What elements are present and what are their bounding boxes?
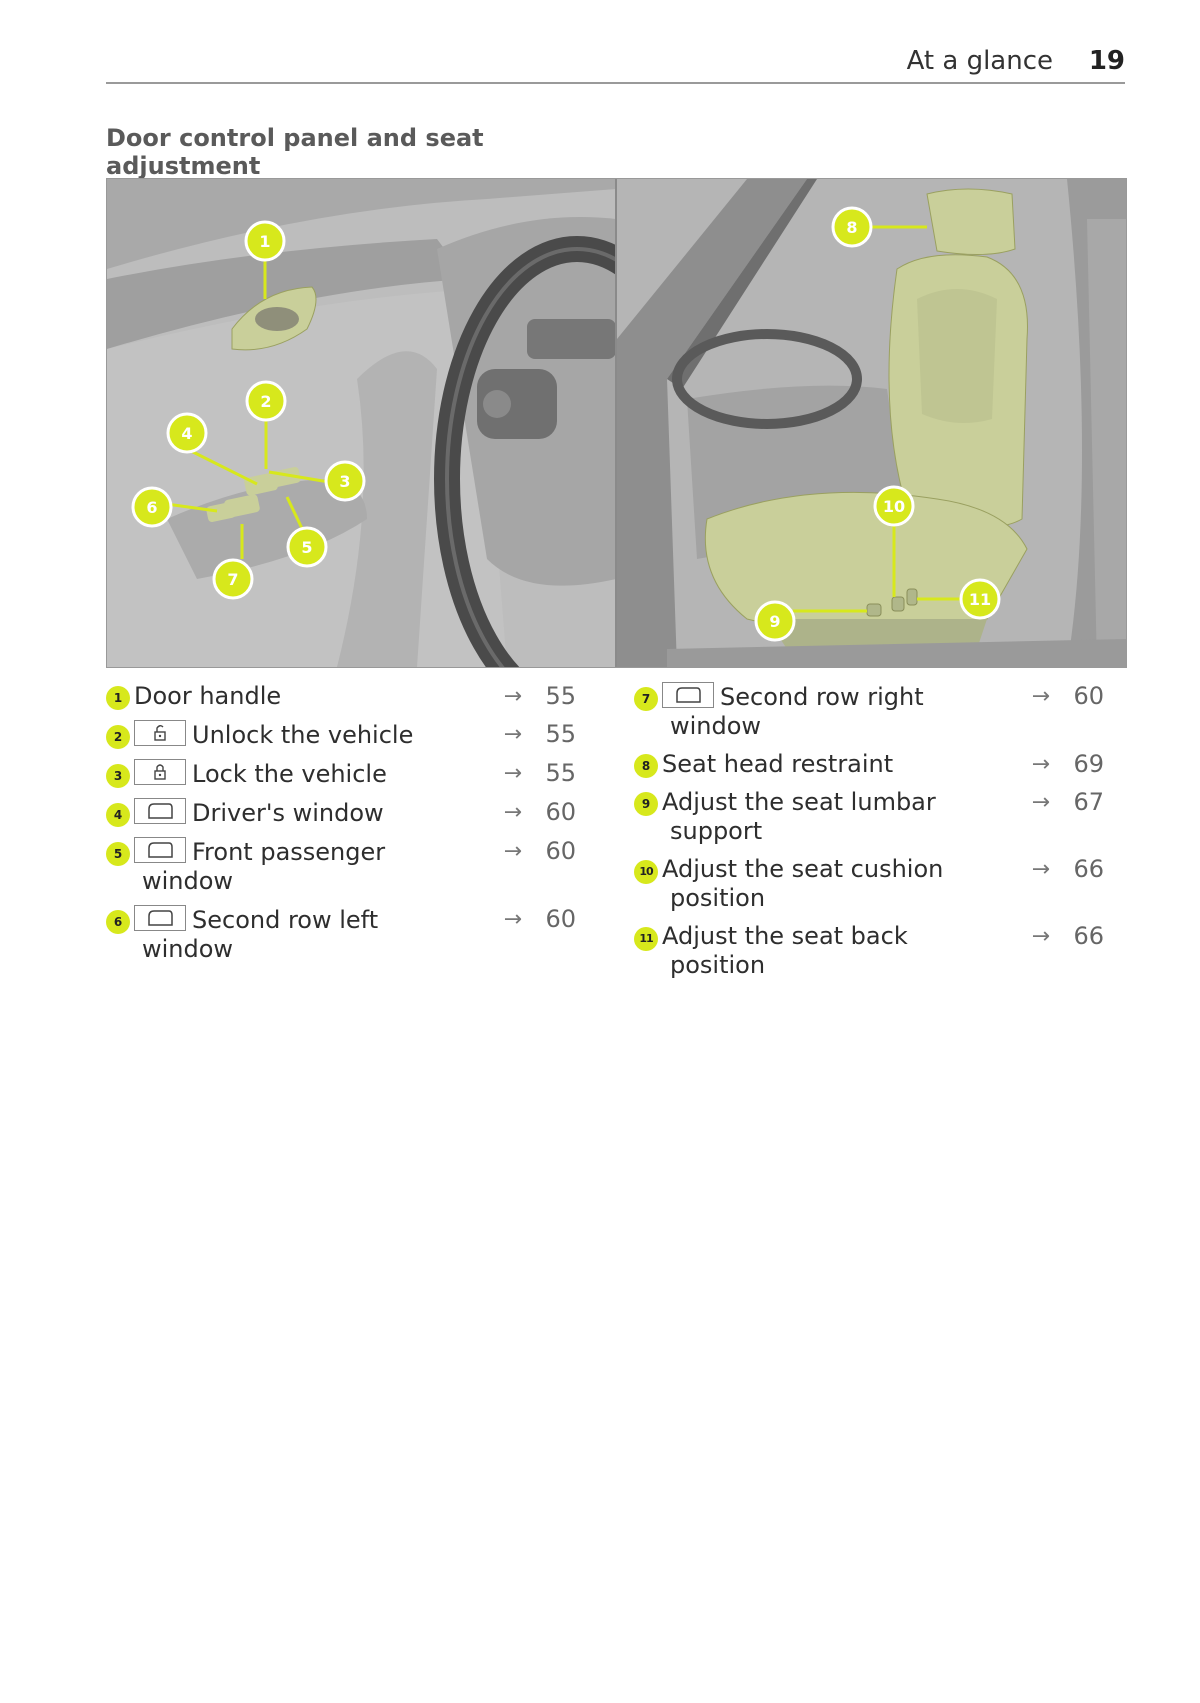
number-badge: 8 (634, 754, 658, 778)
page-reference[interactable]: 60 (545, 798, 576, 826)
svg-text:6: 6 (146, 498, 157, 517)
svg-text:3: 3 (339, 472, 350, 491)
svg-text:7: 7 (227, 570, 238, 589)
number-badge: 4 (106, 803, 130, 827)
callout-10: 10 (873, 485, 915, 527)
page-reference[interactable]: 66 (1073, 922, 1104, 950)
callout-4: 4 (166, 412, 208, 454)
svg-text:5: 5 (301, 538, 312, 557)
number-badge: 9 (634, 792, 658, 816)
page-reference[interactable]: 60 (545, 905, 576, 933)
legend-text: Door handle (134, 682, 282, 710)
unlock-icon (134, 720, 186, 746)
arrow-icon: → (1031, 790, 1050, 815)
legend-text: Adjust the seat cushion (662, 855, 944, 883)
legend-text: Lock the vehicle (192, 760, 387, 788)
window-icon (134, 837, 186, 863)
number-badge: 10 (634, 860, 658, 884)
section-title: At a glance (906, 46, 1053, 76)
legend-text-continued: window (670, 712, 762, 740)
legend-text: Driver's window (192, 799, 384, 827)
legend-text: Seat head restraint (662, 750, 894, 778)
arrow-icon: → (1031, 684, 1050, 709)
page-reference[interactable]: 69 (1073, 750, 1104, 778)
legend-text-continued: position (670, 951, 766, 979)
callout-2: 2 (245, 380, 287, 422)
callout-6: 6 (131, 486, 173, 528)
legend-item: 5 Front passenger window → 60 (106, 837, 576, 896)
legend-text: Adjust the seat back (662, 922, 908, 950)
legend-text-continued: window (142, 935, 234, 963)
svg-text:10: 10 (883, 497, 905, 516)
page-reference[interactable]: 55 (545, 682, 576, 710)
legend-item: 7 Second row right window → 60 (634, 682, 1104, 741)
legend-item: 6 Second row left window → 60 (106, 905, 576, 964)
arrow-icon: → (503, 800, 522, 825)
callout-3: 3 (324, 460, 366, 502)
arrow-icon: → (1031, 857, 1050, 882)
arrow-icon: → (503, 839, 522, 864)
page-reference[interactable]: 60 (1073, 682, 1104, 710)
section-heading: Door control panel and seat adjustment (106, 124, 598, 189)
legend-text: Front passenger (192, 838, 386, 866)
svg-text:4: 4 (181, 424, 192, 443)
page-number: 19 (1088, 46, 1125, 76)
legend-text-continued: position (670, 884, 766, 912)
svg-text:9: 9 (769, 612, 780, 631)
svg-text:1: 1 (259, 232, 270, 251)
callout-11: 11 (959, 578, 1001, 620)
legend-item: 4 Driver's window → 60 (106, 798, 576, 828)
number-badge: 3 (106, 764, 130, 788)
svg-text:2: 2 (260, 392, 271, 411)
arrow-icon: → (1031, 924, 1050, 949)
number-badge: 7 (634, 687, 658, 711)
legend-text-continued: window (142, 867, 234, 895)
legend-item: 2 Unlock the vehicle → 55 (106, 720, 576, 750)
number-badge: 5 (106, 842, 130, 866)
number-badge: 1 (106, 686, 130, 710)
number-badge: 2 (106, 725, 130, 749)
legend-text: Second row left (192, 906, 379, 934)
lock-icon (134, 759, 186, 785)
arrow-icon: → (503, 907, 522, 932)
page-reference[interactable]: 55 (545, 720, 576, 748)
number-badge: 6 (106, 910, 130, 934)
svg-text:11: 11 (969, 590, 991, 609)
arrow-icon: → (503, 722, 522, 747)
window-icon (134, 798, 186, 824)
callout-1: 1 (244, 220, 286, 262)
window-icon (134, 905, 186, 931)
arrow-icon: → (503, 761, 522, 786)
legend-text: Adjust the seat lumbar (662, 788, 936, 816)
page-header: At a glance 19 (106, 44, 1125, 84)
number-badge: 11 (634, 927, 658, 951)
legend-text: Second row right (720, 683, 924, 711)
legend-item: 3 Lock the vehicle → 55 (106, 759, 576, 789)
page-reference[interactable]: 60 (545, 837, 576, 865)
arrow-icon: → (1031, 752, 1050, 777)
callout-8: 8 (831, 206, 873, 248)
page-reference[interactable]: 67 (1073, 788, 1104, 816)
callout-5: 5 (286, 526, 328, 568)
legend-text: Unlock the vehicle (192, 721, 414, 749)
callout-9: 9 (754, 600, 796, 642)
callout-7: 7 (212, 558, 254, 600)
page-reference[interactable]: 66 (1073, 855, 1104, 883)
window-icon (662, 682, 714, 708)
svg-text:8: 8 (846, 218, 857, 237)
arrow-icon: → (503, 684, 522, 709)
legend-text-continued: support (670, 817, 763, 845)
page-reference[interactable]: 55 (545, 759, 576, 787)
door-seat-illustration: 1 2 3 4 5 6 7 (106, 178, 1127, 668)
